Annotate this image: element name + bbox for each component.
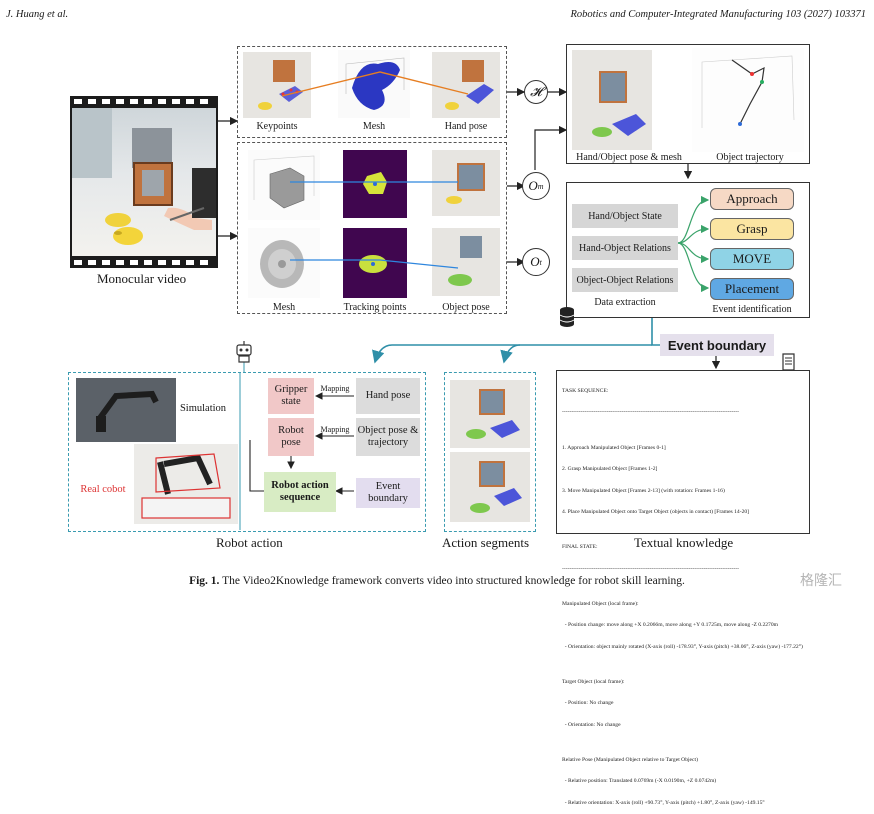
connector-lines [218, 87, 721, 530]
textual-knowledge-text: TASK SEQUENCE: -------------------------… [562, 388, 803, 806]
hand-model-symbol: 𝓗 [524, 80, 548, 104]
caption-prefix: Fig. 1. [189, 575, 220, 587]
document-scroll-icon [782, 353, 795, 371]
event-identification-label: Event identification [712, 304, 792, 315]
video-frame-image [72, 108, 216, 256]
keypoints-image [243, 52, 311, 118]
keypoints-label: Keypoints [256, 121, 298, 132]
robot-action-label: Robot action [216, 535, 283, 550]
authors-header: J. Huang et al. [6, 9, 69, 20]
event-move: MOVE [710, 248, 794, 270]
object-pose-label: Object pose [442, 302, 490, 313]
simulation-label: Simulation [179, 403, 227, 414]
object-object-relations-box: Object-Object Relations [572, 268, 678, 292]
object-tracking-panel [237, 142, 507, 314]
mesh-label-bottom: Mesh [272, 302, 296, 313]
mapping-label-1: Mapping [320, 384, 350, 393]
event-approach: Approach [710, 188, 794, 210]
monocular-video-label: Monocular video [97, 271, 187, 286]
action-segment-image-1 [450, 380, 530, 448]
gripper-state-box: Gripper state [268, 378, 314, 414]
monocular-video-filmstrip [70, 96, 218, 268]
tracking-link-lines [290, 181, 459, 269]
event-extraction-panel [566, 182, 810, 318]
mesh-box-image [248, 150, 320, 220]
hand-pose-image [432, 52, 500, 118]
action-segment-image-2 [450, 452, 530, 522]
hand-object-relations-box: Hand-Object Relations [572, 236, 678, 260]
hand-object-mesh-image [572, 50, 652, 150]
database-icon [559, 307, 575, 327]
object-pose-box-image [432, 150, 500, 216]
figure-caption: Fig. 1. The Video2Knowledge framework co… [0, 575, 874, 587]
tracking-points-label: Tracking points [343, 302, 407, 313]
event-boundary-input-box: Event boundary [356, 478, 420, 508]
textual-knowledge-panel [556, 370, 810, 534]
hand-pose-label: Hand pose [444, 121, 488, 132]
mapping-label-2: Mapping [320, 425, 350, 434]
object-pose-disk-image [432, 228, 500, 296]
real-cobot-label: Real cobot [80, 484, 126, 495]
textual-knowledge-label: Textual knowledge [634, 535, 734, 550]
robot-action-panel [68, 372, 426, 532]
mesh-label-top: Mesh [362, 121, 386, 132]
action-segments-label: Action segments [442, 535, 530, 550]
hand-object-mesh-label: Hand/Object pose & mesh [576, 152, 682, 163]
hand-reconstruction-panel [237, 46, 507, 138]
keypoint-link-line [281, 71, 469, 97]
hand-object-state-box: Hand/Object State [572, 204, 678, 228]
journal-header: Robotics and Computer-Integrated Manufac… [570, 9, 866, 20]
tracking-box-image [343, 150, 407, 218]
robot-icon [236, 341, 252, 363]
pose-result-panel [566, 44, 810, 164]
data-extraction-label: Data extraction [594, 297, 656, 308]
mesh-disk-image [248, 228, 320, 298]
robot-pose-box: Robot pose [268, 418, 314, 456]
object-trajectory-image [692, 48, 804, 152]
event-grasp: Grasp [710, 218, 794, 240]
action-segments-panel [444, 372, 536, 532]
robot-action-sequence-box: Robot action sequence [264, 472, 336, 512]
simulation-image [76, 378, 176, 442]
object-pose-trajectory-box: Object pose & trajectory [356, 418, 420, 456]
tracking-disk-image [343, 228, 407, 298]
watermark-logo: 格隆汇 [800, 573, 842, 589]
event-placement: Placement [710, 278, 794, 300]
caption-text: The Video2Knowledge framework converts v… [222, 575, 685, 587]
real-cobot-image [134, 444, 238, 524]
object-trajectory-label: Object trajectory [716, 152, 784, 163]
hand-pose-box: Hand pose [356, 378, 420, 414]
event-boundary-box: Event boundary [660, 334, 774, 356]
